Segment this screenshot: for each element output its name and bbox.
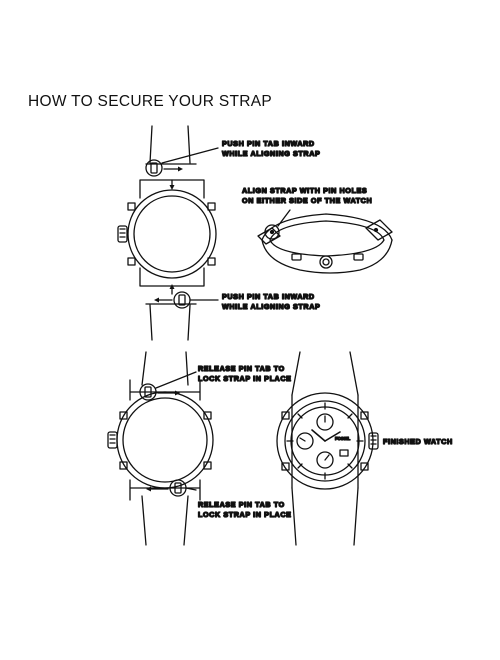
step-align-line2: ON EITHER SIDE OF THE WATCH	[242, 196, 372, 205]
subdial-left	[296, 432, 314, 450]
svg-text:FINISHED WATCH: FINISHED WATCH	[383, 437, 453, 446]
svg-text:WHILE ALIGNING STRAP: WHILE ALIGNING STRAP	[222, 302, 320, 311]
step-push-bottom-line1: PUSH PIN TAB INWARD	[222, 292, 315, 301]
dial-brand: FOSSIL	[335, 436, 351, 441]
svg-text:WHILE ALIGNING STRAP: WHILE ALIGNING STRAP	[222, 149, 320, 158]
step-push-top-line1: PUSH PIN TAB INWARD	[222, 139, 315, 148]
step-push-top-line2: WHILE ALIGNING STRAP	[222, 149, 320, 158]
page-title: HOW TO SECURE YOUR STRAP	[28, 93, 273, 110]
step-release-bottom-line1: RELEASE PIN TAB TO	[198, 500, 285, 509]
svg-text:LOCK STRAP IN PLACE: LOCK STRAP IN PLACE	[198, 374, 292, 383]
svg-text:ALIGN STRAP WITH PIN HOLES: ALIGN STRAP WITH PIN HOLES	[242, 186, 367, 195]
svg-text:LOCK STRAP IN PLACE: LOCK STRAP IN PLACE	[198, 510, 292, 519]
watch-side-view	[257, 209, 393, 274]
step-align-line1: ALIGN STRAP WITH PIN HOLES	[242, 186, 367, 195]
subdial-bottom	[316, 451, 334, 469]
step-push-bottom-line2: WHILE ALIGNING STRAP	[222, 302, 320, 311]
pin-hole-highlight-left	[264, 224, 280, 240]
step-release-top-line2: LOCK STRAP IN PLACE	[198, 374, 292, 383]
step-finished-label: FINISHED WATCH	[383, 437, 453, 446]
svg-text:RELEASE PIN TAB TO: RELEASE PIN TAB TO	[198, 364, 285, 373]
svg-text:RELEASE PIN TAB TO: RELEASE PIN TAB TO	[198, 500, 285, 509]
watch-step-push	[117, 125, 219, 341]
step-release-top-line1: RELEASE PIN TAB TO	[198, 364, 285, 373]
svg-text:PUSH PIN TAB INWARD: PUSH PIN TAB INWARD	[222, 292, 315, 301]
subdial-top	[316, 413, 334, 431]
watch-step-release	[107, 351, 214, 546]
step-release-bottom-line2: LOCK STRAP IN PLACE	[198, 510, 292, 519]
pin-tab-highlight-top	[145, 159, 163, 177]
svg-text:PUSH PIN TAB INWARD: PUSH PIN TAB INWARD	[222, 139, 315, 148]
svg-text:ON EITHER SIDE OF THE WATCH: ON EITHER SIDE OF THE WATCH	[242, 196, 372, 205]
finished-watch	[276, 351, 379, 546]
svg-text:FOSSIL: FOSSIL	[335, 436, 351, 441]
